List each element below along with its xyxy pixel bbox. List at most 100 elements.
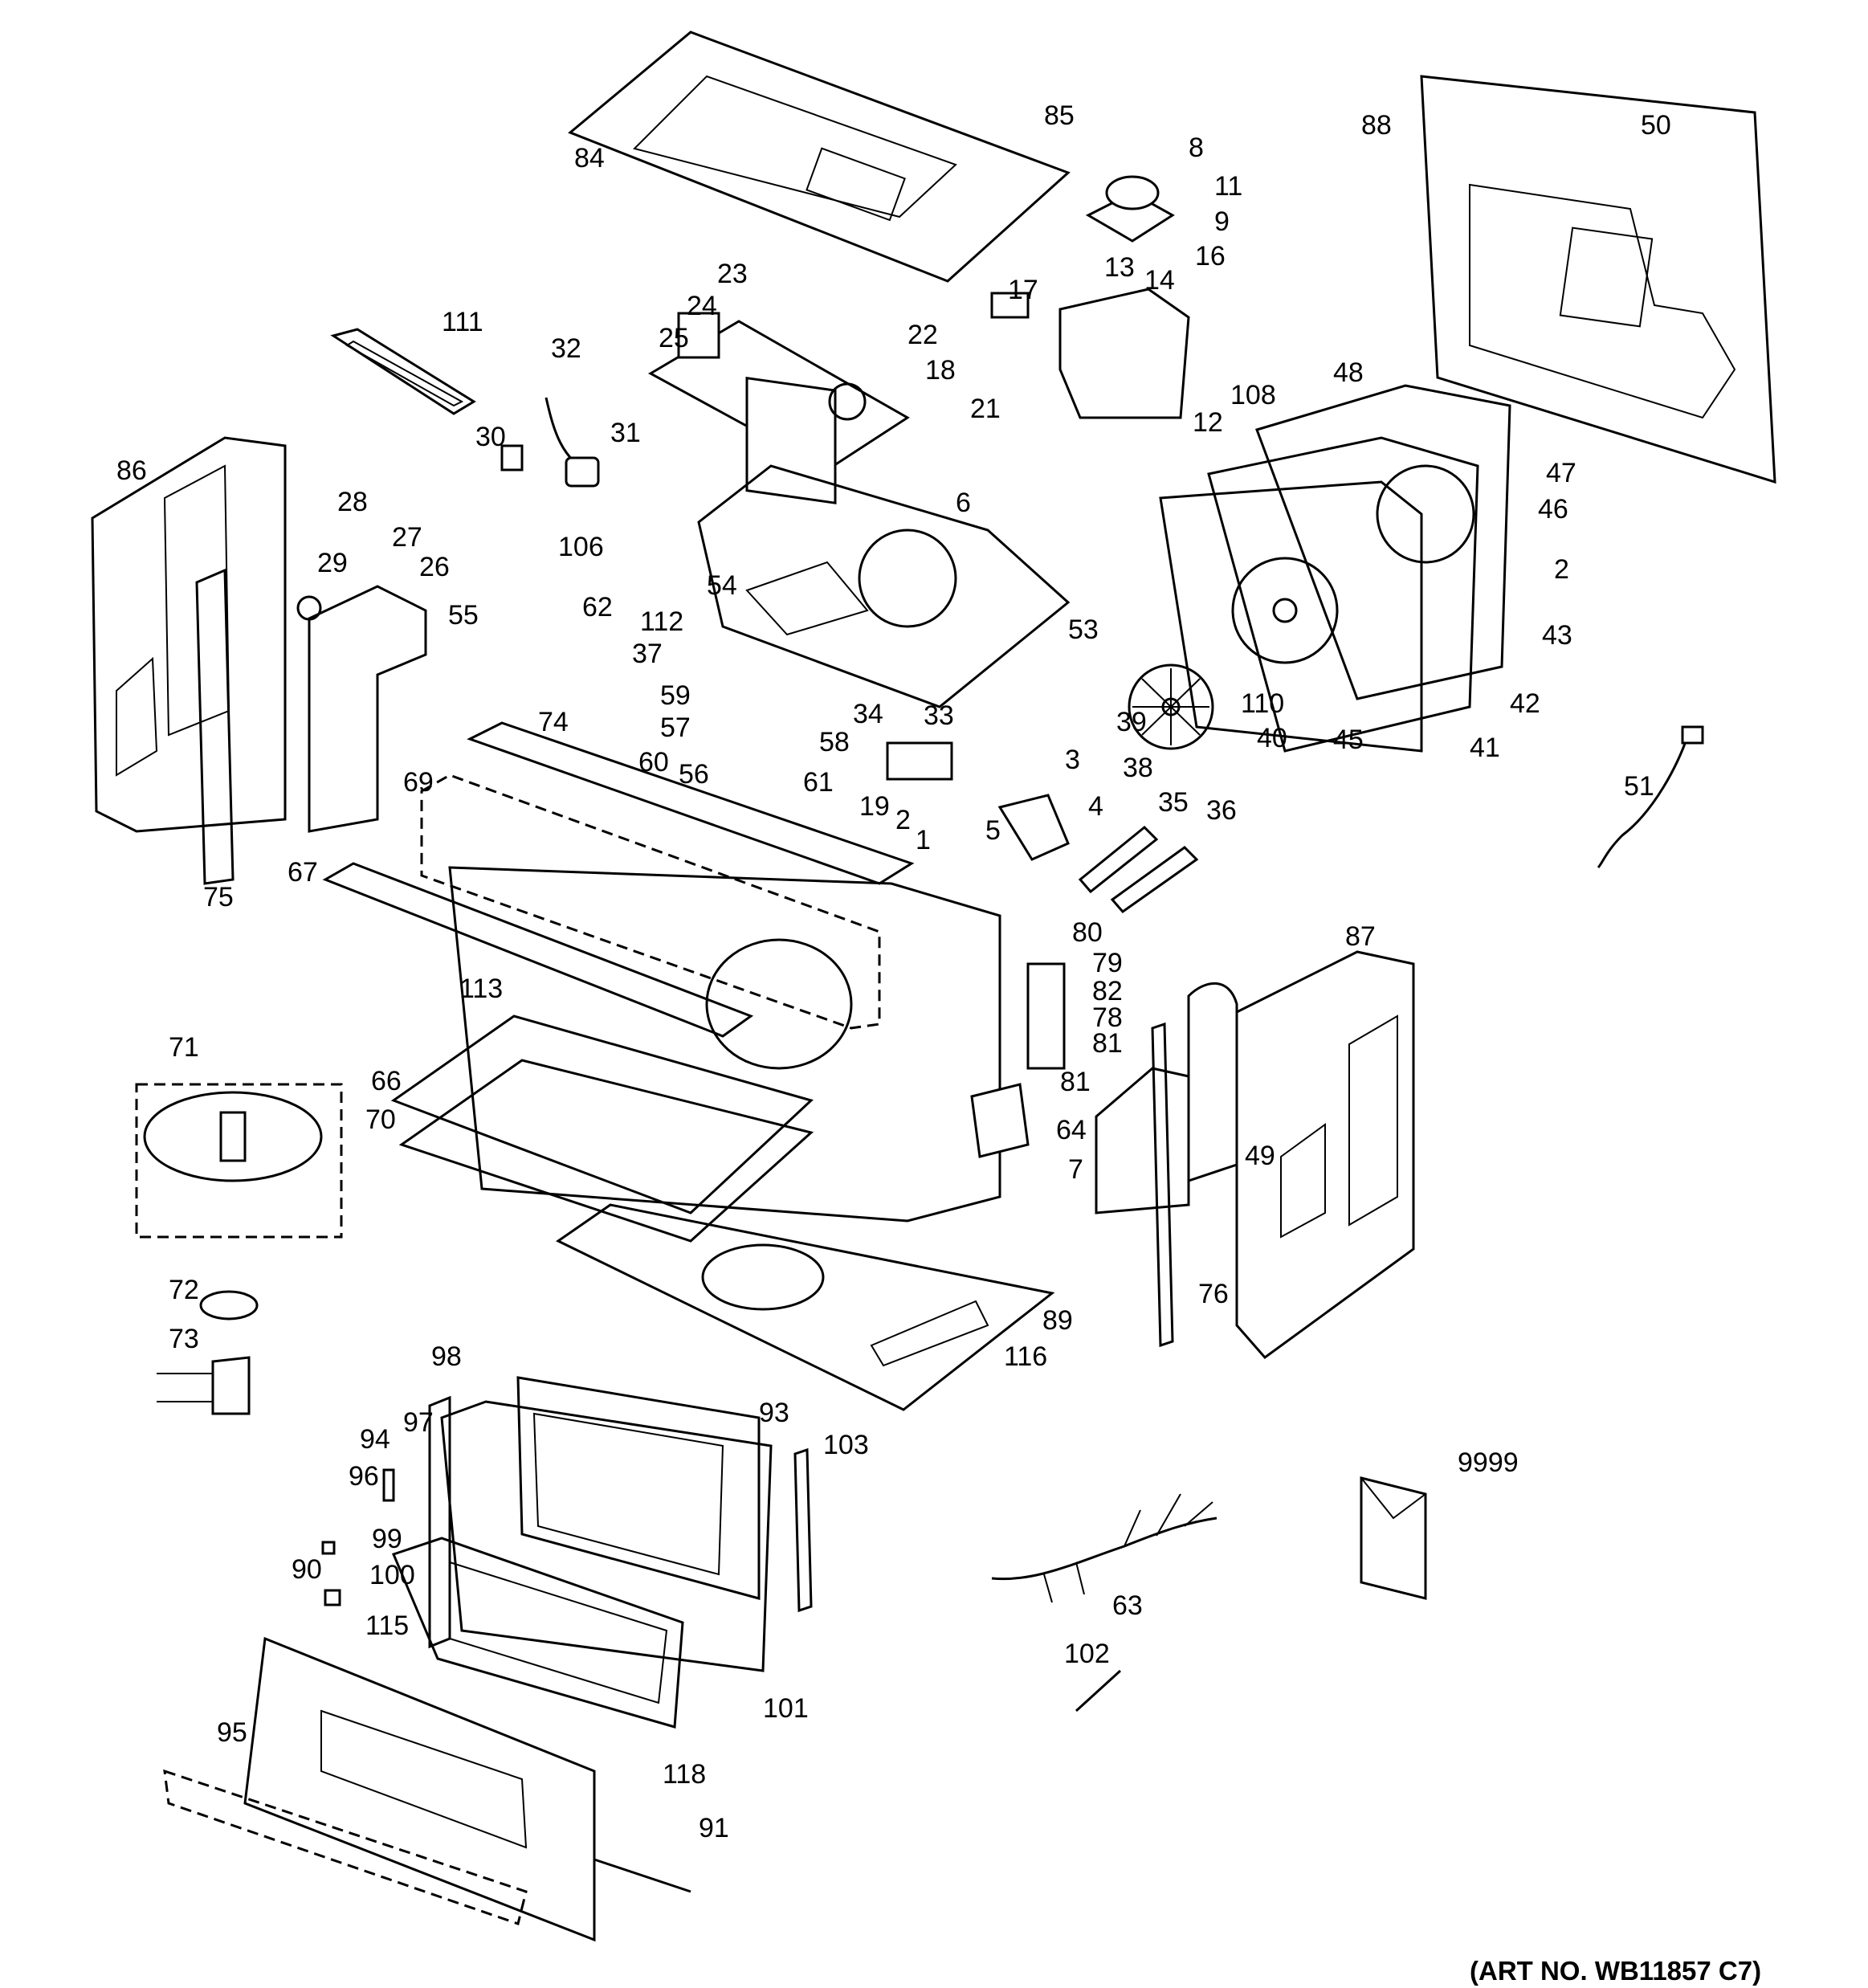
control-board-33	[886, 741, 953, 781]
callout-78: 78	[1092, 1002, 1123, 1033]
side-trim-strip	[195, 568, 235, 885]
callout-55: 55	[448, 600, 479, 631]
oven-rack	[390, 1014, 814, 1243]
plug-73	[157, 1356, 251, 1415]
callout-35: 35	[1158, 787, 1189, 818]
callout-101: 101	[763, 1693, 809, 1724]
bracket-111	[330, 328, 476, 415]
callout-36: 36	[1206, 795, 1237, 826]
door-frame	[391, 1537, 684, 1729]
sensor-wire	[500, 397, 600, 488]
callout-61: 61	[803, 767, 834, 798]
callout-115: 115	[365, 1610, 409, 1641]
outer-door-panel	[243, 1636, 596, 1942]
callout-23: 23	[717, 259, 748, 289]
callout-56: 56	[679, 759, 709, 790]
callout-9: 9	[1214, 206, 1230, 237]
callout-4: 4	[1088, 791, 1103, 822]
callout-38: 38	[1123, 753, 1153, 783]
callout-88: 88	[1361, 110, 1392, 141]
callout-69: 69	[403, 767, 434, 798]
bottom-panel	[556, 1203, 1055, 1411]
callout-26: 26	[419, 552, 450, 582]
callout-19: 19	[859, 791, 890, 822]
callout-96: 96	[349, 1461, 379, 1492]
callout-30: 30	[475, 422, 506, 452]
callout-113: 113	[459, 974, 503, 1004]
callout-2: 2	[1554, 554, 1569, 585]
callout-32: 32	[551, 333, 581, 364]
callout-47: 47	[1546, 458, 1576, 488]
duct-55	[296, 585, 427, 833]
thermostat-assembly	[1085, 175, 1175, 243]
door-switches	[1026, 962, 1066, 1070]
callout-81: 81	[1092, 1028, 1123, 1059]
callout-21: 21	[970, 394, 1001, 424]
callout-41: 41	[1470, 733, 1500, 763]
callout-80: 80	[1072, 917, 1103, 948]
callout-12: 12	[1193, 407, 1223, 438]
callout-74: 74	[538, 707, 569, 737]
callout-102: 102	[1064, 1639, 1110, 1669]
wire-harness	[991, 1493, 1217, 1603]
callout-3: 3	[1065, 745, 1080, 775]
callout-76: 76	[1198, 1279, 1229, 1309]
callout-98: 98	[431, 1341, 462, 1372]
callout-87: 87	[1345, 921, 1376, 952]
convection-fan-panels	[1159, 384, 1511, 753]
callout-90: 90	[292, 1554, 322, 1585]
callout-40: 40	[1257, 723, 1287, 753]
callout-1: 1	[916, 825, 931, 855]
callout-17: 17	[1008, 275, 1038, 305]
callout-64: 64	[1056, 1115, 1087, 1145]
door-inner-frame	[428, 1376, 813, 1672]
left-side-panel	[91, 436, 287, 833]
callout-99: 99	[372, 1524, 402, 1554]
callout-95: 95	[217, 1717, 247, 1748]
callout-112: 112	[640, 606, 683, 637]
turntable-support	[135, 1083, 343, 1239]
callout-25: 25	[659, 323, 689, 353]
callout-58: 58	[819, 727, 850, 757]
callout-97: 97	[403, 1407, 434, 1438]
callout-82: 82	[1092, 976, 1123, 1006]
art-number: (ART NO. WB11857 C7)	[1470, 1956, 1761, 1986]
callout-86: 86	[116, 455, 147, 486]
callout-27: 27	[392, 522, 422, 553]
callout-71: 71	[169, 1032, 199, 1063]
literature-envelope	[1360, 1476, 1427, 1600]
top-cover-panel	[568, 31, 1071, 283]
callout-48: 48	[1333, 357, 1364, 388]
callout-111: 111	[442, 307, 483, 337]
callout-108: 108	[1230, 380, 1276, 410]
callout-85: 85	[1044, 100, 1075, 131]
callout-67: 67	[288, 857, 318, 888]
motor-72	[199, 1290, 259, 1321]
front-frame	[322, 721, 915, 1038]
callout-49: 49	[1245, 1141, 1275, 1171]
callout-34: 34	[853, 699, 883, 729]
callout-16: 16	[1195, 241, 1226, 271]
callout-110: 110	[1241, 688, 1284, 719]
callout-100: 100	[369, 1560, 415, 1590]
callout-22: 22	[907, 320, 938, 350]
callout-89: 89	[1042, 1305, 1073, 1336]
door-handle	[163, 1769, 528, 1925]
callout-42: 42	[1510, 688, 1540, 719]
callout-2: 2	[895, 805, 911, 835]
door-strip-91	[593, 1858, 691, 1893]
callout-39: 39	[1116, 707, 1147, 737]
callout-33: 33	[924, 700, 954, 731]
callout-106: 106	[558, 532, 604, 562]
callout-31: 31	[610, 418, 641, 448]
right-side-panel	[1235, 950, 1415, 1360]
bracket-4	[997, 794, 1070, 861]
callout-5: 5	[985, 815, 1001, 846]
callout-63: 63	[1112, 1590, 1143, 1621]
callout-60: 60	[638, 747, 669, 778]
ribbon-cables	[1078, 825, 1199, 914]
callout-94: 94	[360, 1424, 390, 1455]
oven-cavity	[448, 866, 1001, 1223]
